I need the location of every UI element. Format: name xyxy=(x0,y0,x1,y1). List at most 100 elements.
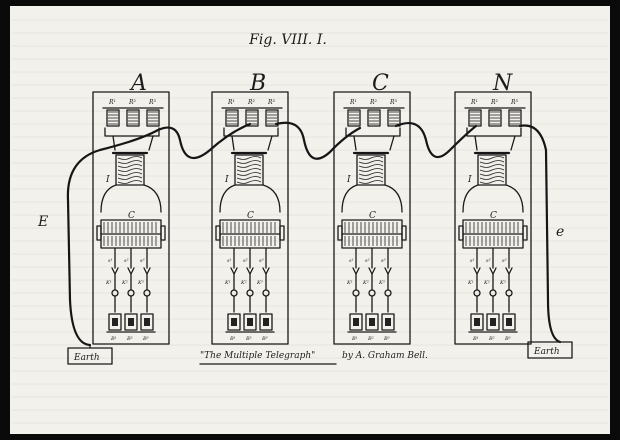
arch-wire-right xyxy=(505,184,524,213)
coil-winding xyxy=(236,156,262,160)
coil-winding xyxy=(358,172,384,176)
relay-wire xyxy=(466,127,522,137)
relay-wire xyxy=(112,135,116,151)
coil-winding xyxy=(358,176,384,180)
relay-coil xyxy=(367,109,381,127)
relay-coil xyxy=(508,109,522,127)
battery-core xyxy=(231,318,237,326)
key-label: K² xyxy=(362,280,369,286)
key-label: K³ xyxy=(378,280,385,286)
arch-wire-left xyxy=(100,184,117,213)
relay-label: R³ xyxy=(148,99,157,106)
coil-winding xyxy=(479,156,505,160)
battery-cell xyxy=(140,313,154,331)
earth-label-right: Earth xyxy=(533,347,560,357)
coil-winding xyxy=(236,176,262,180)
station-letter: C xyxy=(372,71,389,96)
reed-label: s² xyxy=(124,258,129,264)
arch-wire-left xyxy=(341,184,358,213)
key-label: K³ xyxy=(256,280,263,286)
wire-b-c xyxy=(274,121,362,160)
relay-coil xyxy=(106,109,120,127)
coil-winding xyxy=(479,172,505,176)
relay-wire xyxy=(231,135,235,151)
battery-cell xyxy=(365,313,379,331)
coil-winding xyxy=(117,180,143,184)
electromagnet-label: I xyxy=(346,175,351,185)
battery-core xyxy=(385,318,391,326)
earth-box-left xyxy=(67,347,113,365)
electromagnet-coil xyxy=(477,154,507,186)
key-label: K² xyxy=(240,280,247,286)
relay-label: R³ xyxy=(267,99,276,106)
battery-cell xyxy=(470,313,484,331)
comb-clamp-left xyxy=(96,225,102,241)
key-label: K² xyxy=(483,280,490,286)
battery-label: B¹ xyxy=(110,336,117,342)
battery-label: B³ xyxy=(261,336,268,342)
arch-wire-left xyxy=(219,184,236,213)
relay-label: R² xyxy=(369,99,378,106)
battery-cell xyxy=(108,313,122,331)
coil-winding xyxy=(236,172,262,176)
relay-wire xyxy=(474,135,478,151)
battery-label: B³ xyxy=(383,336,390,342)
coil-winding xyxy=(117,160,143,164)
relay-wire xyxy=(223,127,279,137)
coil-winding xyxy=(479,180,505,184)
electromagnet-coil xyxy=(234,154,264,186)
comb-clamp-right xyxy=(279,225,285,241)
arch-wire-right xyxy=(143,184,162,213)
battery-core xyxy=(128,318,134,326)
key-label: K¹ xyxy=(346,280,353,286)
battery-label: B² xyxy=(488,336,495,342)
electromagnet-coil xyxy=(115,154,145,186)
coil-winding xyxy=(117,168,143,172)
comb-clamp-right xyxy=(160,225,166,241)
relay-coil xyxy=(146,109,160,127)
comb-label: C xyxy=(490,211,497,221)
battery-core xyxy=(112,318,118,326)
coil-winding xyxy=(479,164,505,168)
battery-label: B³ xyxy=(504,336,511,342)
comb-label: C xyxy=(128,211,135,221)
battery-core xyxy=(144,318,150,326)
relay-wire xyxy=(353,135,357,151)
station-board xyxy=(211,91,289,345)
coil-winding xyxy=(236,160,262,164)
arch-wire-left xyxy=(462,184,479,213)
electromagnet-label: I xyxy=(467,175,472,185)
battery-label: B¹ xyxy=(229,336,236,342)
battery-cell xyxy=(486,313,500,331)
wire-n-earth xyxy=(518,124,562,344)
battery-core xyxy=(474,318,480,326)
battery-core xyxy=(353,318,359,326)
battery-core xyxy=(247,318,253,326)
relay-coil xyxy=(347,109,361,127)
arch-wire-right xyxy=(384,184,403,213)
label-left-line: E xyxy=(37,214,48,230)
coil-winding xyxy=(358,164,384,168)
reed-label: s² xyxy=(365,258,370,264)
relay-label: R¹ xyxy=(227,99,235,106)
reed-label: s² xyxy=(486,258,491,264)
station-letter: N xyxy=(492,71,513,96)
key-label: K³ xyxy=(137,280,144,286)
relay-wire xyxy=(267,135,273,151)
relay-coil xyxy=(488,109,502,127)
key-label: K¹ xyxy=(467,280,474,286)
reed-label: s¹ xyxy=(227,258,232,264)
relay-wire xyxy=(510,135,516,151)
relay-label: R² xyxy=(128,99,137,106)
battery-label: B² xyxy=(126,336,133,342)
station-letter: A xyxy=(129,71,147,96)
coil-winding xyxy=(479,168,505,172)
earth-box-right xyxy=(527,341,573,359)
wire-c-n xyxy=(394,122,478,159)
reed-label: s³ xyxy=(259,258,264,264)
